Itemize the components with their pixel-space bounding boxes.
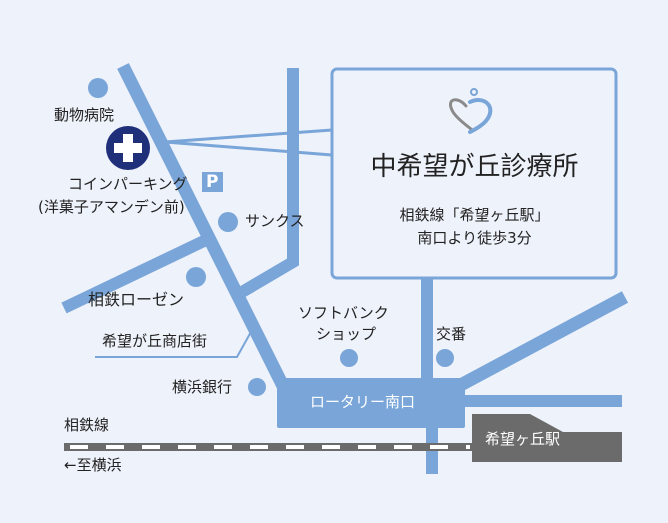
softbank-label-line2: ショップ: [316, 325, 377, 343]
to-yokohama-label: ←至横浜: [64, 456, 122, 474]
rosen-marker: [186, 267, 206, 287]
animal-hospital-label: 動物病院: [54, 106, 115, 124]
northeast-road: [451, 291, 629, 394]
access-line1: 相鉄線「希望ヶ丘駅」: [399, 206, 550, 224]
clinic-info-box: [330, 67, 618, 280]
callout-line: [164, 128, 333, 157]
yokohama-bank-label: 横浜銀行: [172, 378, 233, 396]
softbank-label-line1: ソフトバンク: [298, 304, 389, 322]
police-box-marker: [436, 349, 454, 367]
sunkus-label: サンクス: [245, 212, 305, 230]
parking-icon: P: [206, 172, 219, 192]
vertical-road: [238, 68, 299, 298]
shopping-street-label: 希望が丘商店街: [102, 332, 208, 350]
clinic-cross-icon: [106, 126, 150, 170]
police-box-label: 交番: [436, 325, 467, 343]
animal-hospital-marker: [88, 78, 108, 98]
parking-icon-bg: [202, 172, 223, 192]
rotary-area: [277, 378, 465, 428]
rotary-label: ロータリー南口: [310, 393, 416, 411]
clinic-logo-icon: [449, 88, 493, 134]
west-road: [61, 234, 209, 314]
clinic-name: 中希望が丘診療所: [370, 152, 579, 182]
railway-track: [64, 443, 474, 451]
sotetsu-rosen-label: 相鉄ローゼン: [88, 290, 185, 309]
sunkus-marker: [218, 212, 238, 232]
station-building: [472, 414, 622, 462]
main-diagonal-road: [117, 63, 291, 393]
parking-label-line1: コインパーキング: [68, 175, 188, 193]
parking-label-line2: (洋菓子アマンデン前): [38, 198, 185, 216]
railway-label: 相鉄線: [64, 416, 110, 434]
station-label: 希望ヶ丘駅: [485, 430, 561, 448]
access-line2: 南口より徒歩3分: [417, 229, 532, 247]
softbank-marker: [340, 349, 358, 367]
clinic-access: 相鉄線「希望ヶ丘駅」 南口より徒歩3分: [332, 204, 617, 250]
shopping-street-line: [95, 329, 253, 358]
bank-marker: [248, 378, 266, 396]
